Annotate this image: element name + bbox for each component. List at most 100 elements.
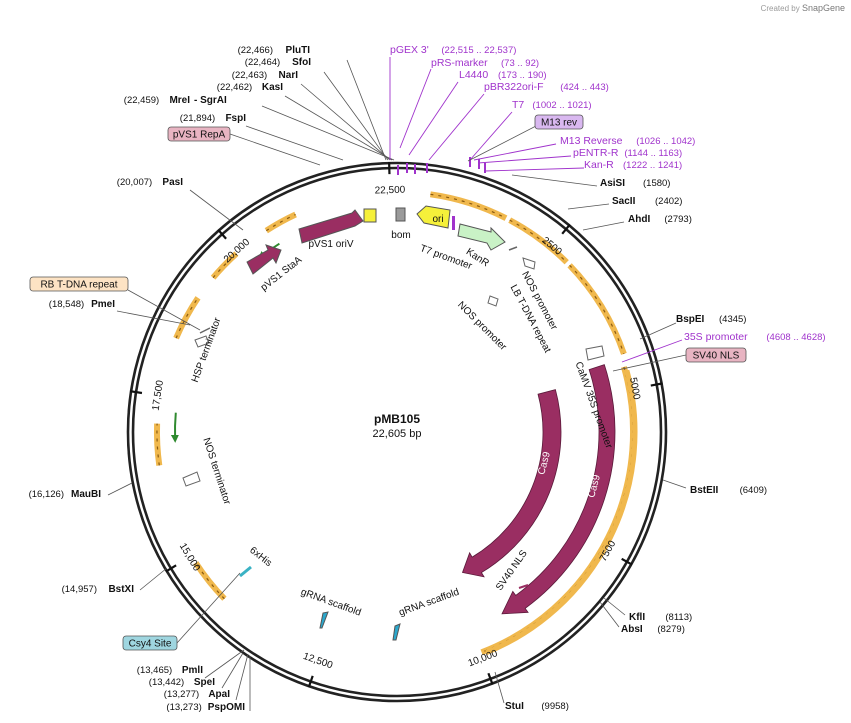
primer-prs-marker: pRS-marker(73 .. 92) [431, 57, 539, 69]
bom-box [395, 207, 406, 222]
site-absi: AbsI(8279) [621, 624, 685, 635]
site-name: BspEI [676, 314, 705, 325]
site-name: AhdI [628, 214, 650, 225]
site-coordinate: (13,277) [164, 689, 199, 700]
site-name: SpeI [194, 677, 215, 688]
green-arrow [170, 412, 179, 443]
site-sfoi: SfoI (22,464) [245, 57, 311, 68]
primer-leader [621, 339, 683, 363]
cas9-inner-arc [461, 389, 562, 578]
tick-mark [307, 675, 314, 688]
6xhis-mark [239, 565, 252, 578]
pvs1-repa-box: pVS1 RepA [167, 126, 231, 142]
site-coordinate: (13,273) [166, 702, 201, 713]
site-name: PmeI [91, 299, 115, 310]
annotation-track-dash [156, 423, 160, 466]
site-name: PmlI [182, 665, 203, 676]
annotation-track-dash [175, 297, 199, 339]
feat-t7-promoter: T7 promoter [418, 243, 474, 272]
tick-mark [621, 557, 633, 566]
primer-name: pRS-marker [431, 57, 488, 69]
site-coordinate: (22,463) [232, 70, 267, 81]
site-name: PspOMI [208, 702, 245, 713]
primer-range: (4608 .. 4628) [766, 332, 825, 343]
site-name: SfoI [292, 57, 311, 68]
site-coordinate: (18,548) [49, 299, 84, 310]
site-nari: NarI (22,463) [232, 70, 298, 81]
annotation-track [153, 423, 163, 466]
primer-range: (1002 .. 1021) [532, 100, 591, 111]
ori-arrow [416, 205, 451, 229]
site-coordinate: (22,459) [124, 95, 159, 106]
site-sacii: SacII(2402) [612, 196, 682, 207]
backbone-outer [126, 161, 668, 703]
site-name: BstXI [108, 584, 134, 595]
primer-range: (424 .. 443) [560, 82, 609, 93]
annotation-track-dash [265, 213, 296, 232]
primer-35s-promoter: 35S promoter(4608 .. 4628) [684, 331, 826, 343]
site-coordinate: (13,442) [149, 677, 184, 688]
site-name: ApaI [208, 689, 230, 700]
m13-rev-box: M13 rev [534, 114, 584, 130]
site-name: MreI [169, 95, 190, 106]
pvs1-staa-arrow [246, 244, 282, 275]
site-coordinate: (22,464) [245, 57, 280, 68]
site-coordinate: (6409) [740, 485, 767, 496]
credit-prefix: Created by [760, 4, 800, 13]
site-pmli: PmlI(13,465) [137, 665, 203, 676]
primer-name: M13 Reverse [560, 135, 623, 147]
tick-mark [650, 382, 663, 387]
cas9-outer-arc [501, 364, 616, 615]
nos-promoter-arrow-b [487, 295, 499, 307]
rb-repeat-mark [199, 327, 211, 334]
nos-terminator-arrow [182, 471, 201, 487]
box-label: Csy4 Site [129, 639, 172, 650]
site-spei: SpeI (13,442) [149, 677, 215, 688]
site-coordinate: (9958) [541, 701, 568, 712]
site-name: AbsI [621, 624, 643, 635]
tick-mark [487, 672, 494, 685]
primer-kan-r: Kan-R(1222 .. 1241) [584, 159, 682, 171]
tick-label: 12,500 [302, 651, 335, 672]
site-coordinate: (22,462) [217, 82, 252, 93]
site-pspomi: PspOMI (13,273) [166, 702, 245, 713]
primer-range: (1026 .. 1042) [636, 136, 695, 147]
camv-35s-arrow [585, 345, 605, 361]
primer-leader [484, 167, 585, 172]
tick-label: 17,500 [151, 379, 167, 411]
primer-range: (173 .. 190) [498, 70, 547, 81]
site-name: SacII [612, 196, 636, 207]
site-coordinate: (8113) [665, 612, 692, 623]
site-coordinate: (4345) [719, 314, 746, 325]
box-label: SV40 NLS [693, 351, 740, 362]
tick-mark [561, 223, 571, 235]
site-name: PasI [162, 177, 183, 188]
site-pmei: PmeI (18,548) [49, 299, 115, 310]
primer-t7: T7 (1002 .. 1021) [512, 99, 592, 111]
annotation-track [173, 296, 201, 340]
site-name: NarI [279, 70, 299, 81]
site-maubi: MauBI(16,126) [29, 489, 102, 500]
feat-grna-scaffold-b: gRNA scaffold [398, 587, 461, 619]
site-pasi: PasI (20,007) [117, 177, 183, 188]
feat-grna-scaffold-a: gRNA scaffold [299, 587, 362, 619]
site-name: AsiSI [600, 178, 625, 189]
tick-label: 22,500 [374, 185, 405, 197]
site-bsteii: BstEII(6409) [690, 485, 767, 496]
primer-name: T7 [512, 99, 524, 111]
site-bspei: BspEI (4345) [676, 314, 746, 325]
primer-name: Kan-R [584, 159, 614, 171]
primer-name: L4440 [459, 69, 488, 81]
primer-pbr322ori-f: pBR322ori-F(424 .. 443) [484, 81, 609, 93]
hsp-terminator-arrow [194, 335, 210, 348]
site-kasi: KasI(22,462) [217, 82, 283, 93]
primer-name: pENTR-R [573, 147, 619, 159]
site-bstxi: BstXI(14,957) [62, 584, 135, 595]
site-ahdi: AhdI(2793) [628, 214, 692, 225]
site-kfli: KflI(8113) [629, 612, 692, 623]
plasmid-name: pMB105 [374, 412, 420, 426]
tick-mark [165, 564, 177, 573]
primer-leader [428, 93, 485, 161]
site-coordinate: (20,007) [117, 177, 152, 188]
